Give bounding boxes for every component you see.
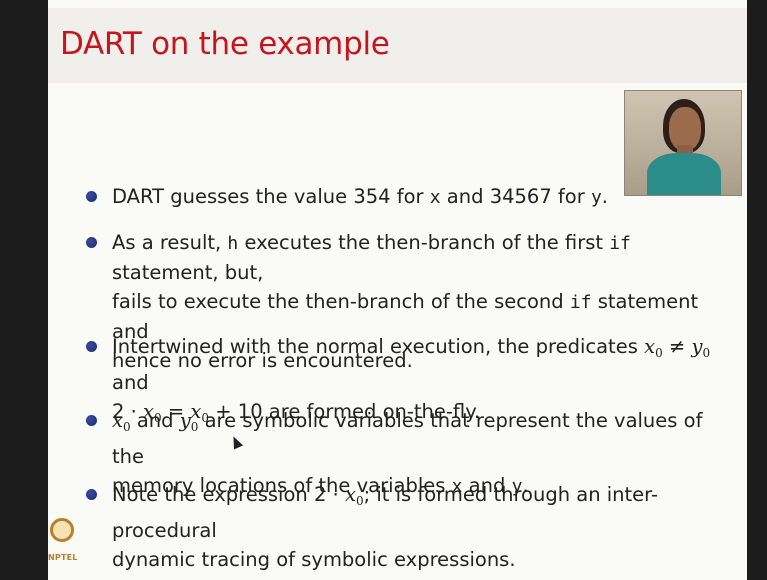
- text: and: [130, 409, 180, 432]
- math-var: x: [344, 483, 356, 506]
- text: memory locations of the variables: [112, 474, 452, 497]
- code-y: y: [511, 476, 523, 497]
- left-border: [0, 0, 48, 580]
- text: and: [462, 474, 512, 497]
- bullet-dot-icon: [86, 237, 97, 248]
- text: .: [601, 185, 608, 208]
- speaker-video-thumbnail: [624, 90, 742, 196]
- text: statement and: [112, 290, 699, 343]
- code-if: if: [569, 292, 592, 313]
- code-x: x: [451, 476, 463, 497]
- code-h: h: [227, 233, 239, 254]
- text: hence no error is encountered.: [112, 349, 413, 372]
- math-var: y: [691, 335, 703, 358]
- math-sub: 0: [190, 420, 199, 434]
- math-sub: 0: [355, 494, 364, 508]
- slide-title: DART on the example: [60, 26, 390, 62]
- math-var: x: [112, 409, 123, 432]
- math-sub: 0: [123, 420, 131, 434]
- bullet-dot-icon: [86, 341, 97, 352]
- bullet-dot-icon: [86, 489, 97, 500]
- logo-label: NPTEL: [48, 553, 78, 562]
- text: dynamic tracing of symbolic expressions.: [112, 548, 516, 571]
- math-sub: 0: [655, 346, 663, 360]
- text: and 34567 for: [440, 185, 591, 208]
- math-sub: 0: [201, 411, 210, 425]
- math-op: =: [161, 400, 191, 423]
- math-sub: 0: [154, 411, 162, 425]
- title-band: [48, 8, 747, 83]
- math-var: x: [143, 400, 155, 423]
- text: executes the then-branch of the first: [238, 231, 610, 254]
- text: fails to execute the then-branch of the …: [112, 290, 570, 313]
- code-if: if: [609, 233, 631, 254]
- math-var: x: [644, 335, 656, 358]
- text: .: [522, 474, 529, 497]
- nptel-logo-icon: NPTEL: [48, 518, 78, 574]
- right-border: [747, 0, 767, 580]
- math-var: y: [179, 409, 191, 432]
- text: are symbolic variables that represent th…: [112, 409, 703, 468]
- math-var: x: [190, 400, 202, 423]
- text: DART guesses the value 354 for: [112, 185, 430, 208]
- math-op: 2 ·: [112, 400, 144, 423]
- bullet-dot-icon: [86, 191, 97, 202]
- bullet-dot-icon: [86, 415, 97, 426]
- math-op: ≠: [662, 335, 692, 358]
- text: statement, but,: [112, 261, 264, 284]
- text: As a result,: [112, 231, 228, 254]
- text: and: [112, 371, 149, 394]
- math-sub: 0: [702, 346, 711, 360]
- text: + 10 are formed on-the-fly.: [209, 400, 481, 423]
- code-x: x: [429, 187, 441, 208]
- text: ; it is formed through an inter-procedur…: [112, 483, 658, 542]
- text: Note the expression 2 ·: [112, 483, 345, 506]
- text: Intertwined with the normal execution, t…: [112, 335, 645, 358]
- code-y: y: [590, 187, 602, 208]
